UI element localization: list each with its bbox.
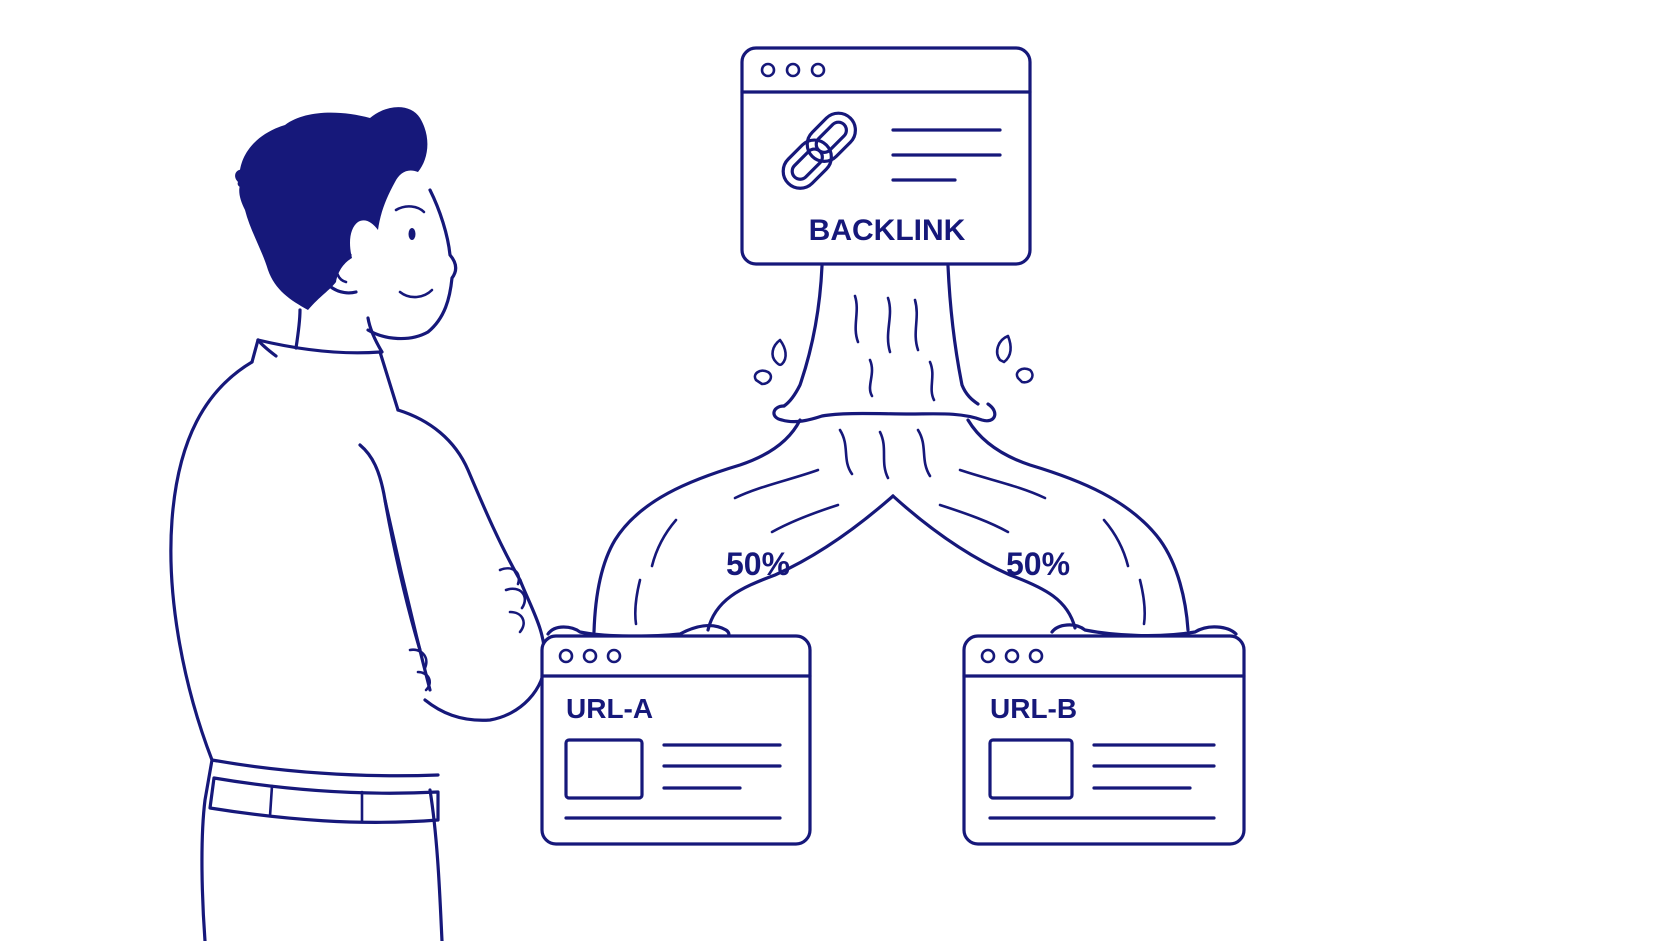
flow-right-outer — [966, 418, 1190, 632]
flow-ripple — [916, 428, 932, 478]
person-eyebrow — [394, 205, 426, 214]
image-placeholder-icon — [564, 738, 644, 800]
url-b-label: URL-B — [990, 693, 1077, 724]
flow-ripple — [1138, 578, 1147, 626]
image-placeholder-icon — [988, 738, 1074, 800]
backlink-label: BACKLINK — [809, 214, 966, 247]
flow-splash — [772, 402, 997, 424]
droplet-icon — [1015, 367, 1034, 384]
person-collar — [250, 338, 400, 412]
flow-right-inner — [891, 494, 1077, 630]
flow-ripple — [868, 358, 874, 398]
person-belt-loop-1 — [268, 784, 274, 818]
person-torso — [169, 360, 254, 941]
backlink-window: BACKLINK — [740, 46, 1032, 266]
flow-ripple — [733, 468, 820, 500]
flow-ripple — [1102, 518, 1130, 568]
flow-ripple — [928, 360, 936, 402]
person-side — [428, 788, 444, 941]
flow-ripple — [853, 294, 860, 344]
person-hair — [239, 107, 428, 310]
person-forearm — [423, 578, 547, 722]
window-dot-icon — [1028, 648, 1044, 664]
person-belt — [208, 776, 440, 824]
url-a-share: 50% — [726, 546, 790, 582]
link-juice-flow — [546, 264, 1238, 640]
flow-ripple — [770, 503, 840, 534]
flow-ripple — [886, 296, 892, 354]
backlink-window-frame — [740, 46, 1032, 266]
url-a-label: URL-A — [566, 693, 653, 724]
url-b-window-frame — [962, 634, 1246, 846]
person-smile — [398, 288, 434, 299]
person-hair-tuft — [235, 169, 248, 188]
flow-ripple — [913, 298, 920, 352]
window-dot-icon — [760, 62, 776, 78]
flow-ripple — [650, 518, 678, 568]
droplet-icon — [995, 334, 1012, 364]
flow-trunk-left — [782, 264, 824, 408]
window-dot-icon — [1004, 648, 1020, 664]
person-fingers — [498, 567, 527, 634]
person-waist — [210, 758, 440, 778]
person-neck — [294, 308, 384, 354]
window-dot-icon — [785, 62, 801, 78]
window-dot-icon — [980, 648, 996, 664]
url-a-window: URL-A — [540, 634, 812, 846]
person-arm-under — [383, 498, 432, 692]
window-dot-icon — [606, 648, 622, 664]
flow-ripple — [958, 468, 1047, 500]
flow-ripple — [838, 428, 854, 476]
chain-link-icon — [781, 111, 857, 190]
person-shoulder — [396, 408, 522, 582]
flow-ripple — [938, 503, 1010, 534]
window-dot-icon — [810, 62, 826, 78]
person-eye — [408, 228, 416, 240]
url-b-share: 50% — [1006, 546, 1070, 582]
window-dot-icon — [582, 648, 598, 664]
window-dot-icon — [558, 648, 574, 664]
flow-left-outer — [592, 418, 802, 634]
person-hand-under — [408, 648, 431, 692]
flow-left-inner — [706, 494, 895, 632]
url-b-window: URL-B — [962, 634, 1246, 846]
flow-ripple — [633, 578, 642, 626]
droplet-icon — [753, 369, 773, 386]
flow-trunk-right — [946, 264, 980, 406]
url-a-window-frame — [540, 634, 812, 846]
droplet-icon — [771, 338, 787, 367]
person-figure — [169, 107, 547, 941]
person-collar-inner — [256, 338, 278, 358]
flow-ripple — [878, 430, 890, 480]
flow-land-right — [1050, 623, 1238, 638]
person-face — [366, 188, 458, 341]
